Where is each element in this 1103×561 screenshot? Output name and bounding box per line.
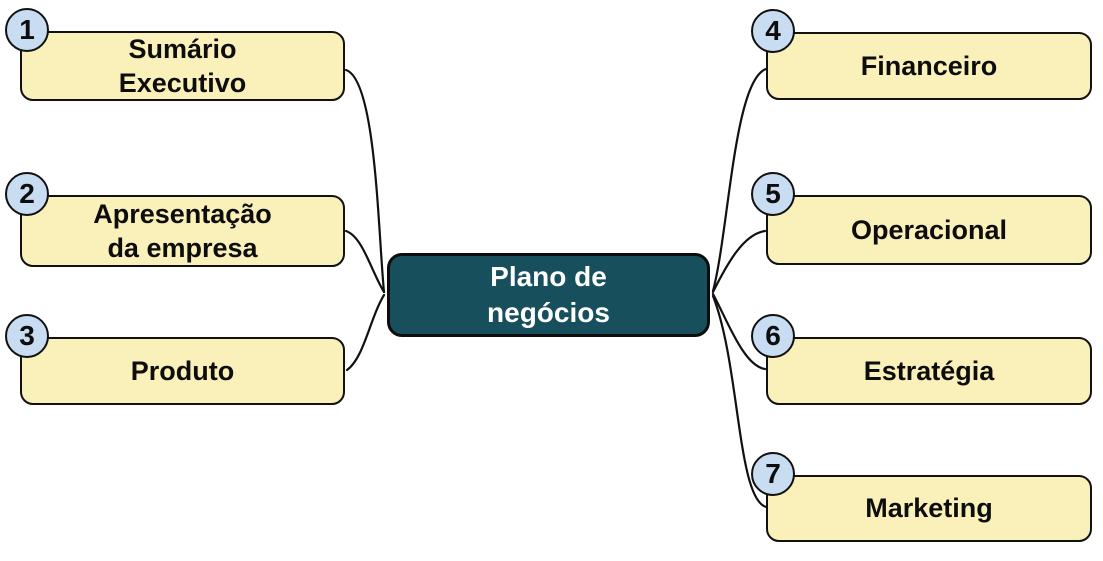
connector-node-4 <box>711 67 768 293</box>
number-badge: 7 <box>751 452 795 496</box>
connector-node-2 <box>344 229 386 294</box>
badge-number: 6 <box>765 320 781 351</box>
branch-node-label: Marketing <box>865 493 993 524</box>
connector-node-1 <box>344 68 386 294</box>
number-badge: 2 <box>5 172 49 216</box>
badge-number: 1 <box>19 14 35 45</box>
number-badge: 6 <box>751 314 795 358</box>
branch-node-apresentacao-da-empresa: 2 Apresentação da empresa <box>5 172 345 267</box>
branch-node-sumario-executivo: 1 Sumário Executivo <box>5 8 345 101</box>
branch-node-label: Produto <box>130 355 235 386</box>
badge-number: 4 <box>765 15 781 46</box>
branch-node-label: Apresentação da empresa <box>93 198 272 263</box>
connector-node-7 <box>711 294 768 509</box>
branch-node-marketing: 7 Marketing <box>751 452 1092 542</box>
connector-node-3 <box>345 293 386 372</box>
branch-node-estrategia: 6 Estratégia <box>751 314 1092 405</box>
branch-node-label: Estratégia <box>863 355 995 386</box>
connector-node-6 <box>711 292 767 371</box>
branch-node-produto: 3 Produto <box>5 314 345 405</box>
badge-number: 2 <box>19 178 35 209</box>
badge-number: 5 <box>765 178 781 209</box>
branch-node-label: Sumário Executivo <box>118 33 247 98</box>
branch-node-financeiro: 4 Financeiro <box>751 9 1092 100</box>
number-badge: 3 <box>5 314 49 358</box>
center-node-plano-de-negocios: Plano de negócios <box>387 253 710 337</box>
number-badge: 5 <box>751 172 795 216</box>
branch-node-label: Financeiro <box>860 50 998 81</box>
number-badge: 1 <box>5 8 49 52</box>
badge-number: 7 <box>765 458 781 489</box>
number-badge: 4 <box>751 9 795 53</box>
branch-node-label: Operacional <box>850 214 1008 245</box>
branch-node-operacional: 5 Operacional <box>751 172 1092 265</box>
connector-node-5 <box>711 229 767 294</box>
badge-number: 3 <box>19 320 35 351</box>
center-node-label: Plano de negócios <box>487 260 610 328</box>
